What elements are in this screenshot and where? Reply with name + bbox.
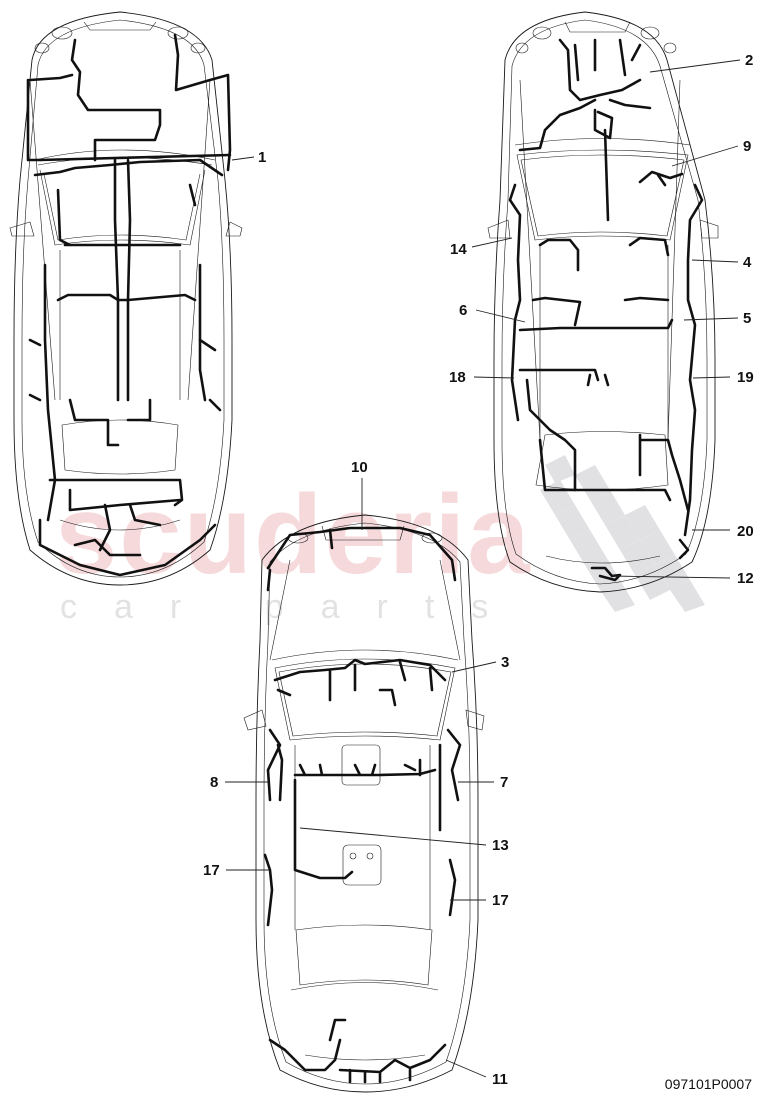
callout-17-right: 17: [492, 892, 509, 909]
leader-lines: [225, 59, 741, 1078]
car-view-bottom-center: [243, 514, 485, 1093]
callout-3: 3: [501, 654, 510, 671]
callout-19: 19: [737, 369, 754, 386]
callout-2: 2: [745, 52, 754, 69]
car-view-top-left: [9, 11, 243, 586]
callout-11: 11: [492, 1071, 508, 1088]
callout-13: 13: [492, 837, 509, 854]
car-view-top-right: [487, 11, 719, 593]
callout-12: 12: [737, 570, 754, 587]
callout-18: 18: [449, 369, 466, 386]
callout-4: 4: [743, 254, 752, 271]
callout-17-left: 17: [203, 862, 220, 879]
callout-1: 1: [258, 149, 267, 166]
callout-10: 10: [351, 459, 368, 476]
callout-5: 5: [743, 310, 752, 327]
callout-14: 14: [450, 241, 467, 258]
callout-7: 7: [500, 774, 509, 791]
callout-9: 9: [743, 138, 752, 155]
callout-20: 20: [737, 523, 754, 540]
callout-6: 6: [459, 302, 468, 319]
diagram-reference-code: 097101P0007: [664, 1076, 752, 1092]
watermark-car-parts: car parts: [60, 588, 526, 626]
checkered-flag-icon: [540, 455, 705, 612]
callout-8: 8: [210, 774, 219, 791]
